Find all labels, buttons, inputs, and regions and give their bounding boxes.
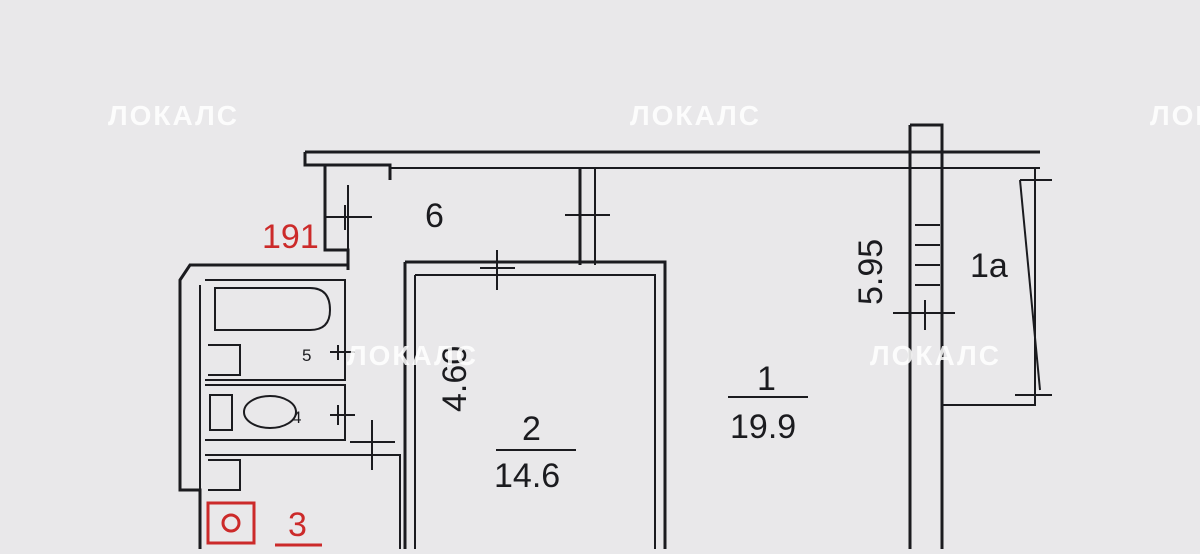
left-outer-wall (178, 263, 348, 549)
stove-marker (206, 501, 256, 545)
room-1-dimension: 5.95 (852, 239, 890, 305)
right-wall (908, 123, 944, 549)
watermark-5: ЛОКАЛС (870, 340, 1001, 371)
room-5-number: 5 (302, 346, 311, 365)
room2-wall (405, 260, 667, 549)
room-2-number: 2 (522, 410, 541, 448)
building-number: 191 (262, 218, 319, 256)
bathtub (214, 287, 332, 331)
room-1a-number: 1а (970, 247, 1008, 285)
watermark-4: ЛОКАЛС (347, 340, 478, 371)
balcony (942, 167, 1036, 406)
sink-5 (208, 344, 241, 376)
room-4-number: 4 (292, 408, 301, 427)
watermark-1: ЛОКАЛС (108, 100, 239, 131)
watermark-3: ЛОКАЛС (1150, 100, 1200, 131)
room-2-area: 14.6 (494, 457, 560, 495)
room-2-dimension: 4.60 (436, 346, 474, 412)
toilet-bowl (243, 395, 297, 429)
watermark-2: ЛОКАЛС (630, 100, 761, 131)
room-3-number: 3 (288, 506, 307, 544)
room-1-number: 1 (757, 360, 776, 398)
room-6-number: 6 (425, 197, 444, 235)
room-1-area: 19.9 (730, 408, 796, 446)
